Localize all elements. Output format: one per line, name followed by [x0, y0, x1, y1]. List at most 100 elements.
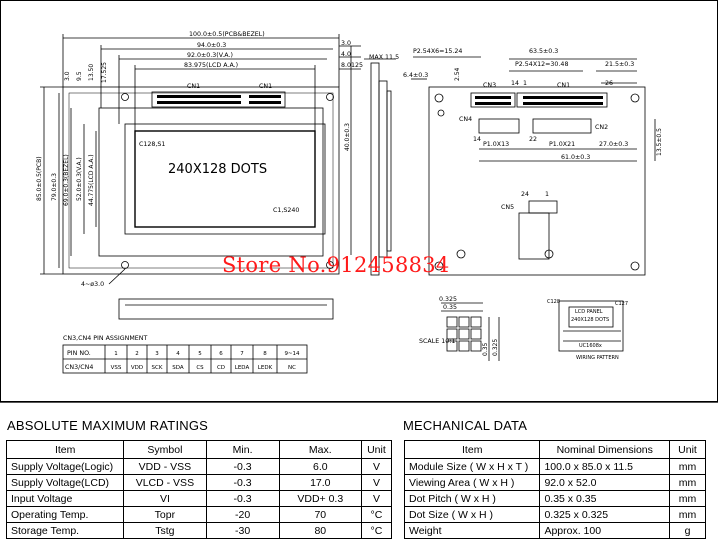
c1s240-label: C1,S240: [273, 207, 299, 214]
cn1-label: CN1: [187, 83, 200, 90]
c128-label: C128: [547, 299, 560, 305]
pin-name: NC: [288, 365, 296, 371]
mech-table: Item Nominal Dimensions Unit Module Size…: [403, 440, 706, 539]
mech-cell: 100.0 x 85.0 x 11.5: [539, 458, 671, 475]
abs-cell: V: [360, 490, 393, 507]
cn5-label: CN5: [501, 204, 514, 211]
dim-635: 63.5±0.3: [529, 48, 558, 55]
cn1-back-label: CN1: [557, 82, 570, 89]
cn1-label-2: CN1: [259, 83, 272, 90]
abs-max-table: Item Symbol Min. Max. Unit Supply Voltag…: [5, 440, 393, 539]
dim-035b: 0.35: [482, 342, 489, 356]
uc-label: UC1608x: [579, 343, 602, 349]
mech-row: Module Size ( W x H x T )100.0 x 85.0 x …: [403, 458, 706, 475]
pin24-label: 24: [521, 191, 529, 198]
pin22-label: 22: [529, 136, 537, 143]
abs-cell: -30: [205, 522, 280, 539]
abs-cell: Input Voltage: [5, 490, 125, 507]
dim-64: 6.4±0.3: [403, 72, 428, 79]
cn4-label: CN4: [459, 116, 472, 123]
dim-r8: 8.0125: [341, 62, 363, 69]
abs-head-unit: Unit: [360, 440, 393, 459]
store-watermark: Store No.912458834: [222, 253, 450, 277]
lcd-panel-label: LCD PANEL: [575, 309, 603, 315]
pin-number: 7: [240, 351, 244, 357]
mech-cell: 0.35 x 0.35: [539, 490, 671, 507]
pin-number: 8: [263, 351, 267, 357]
dim-035: 0.35: [443, 304, 457, 311]
abs-head-max: Max.: [278, 440, 362, 459]
mech-title: MECHANICAL DATA: [403, 418, 528, 433]
max-label: MAX 11.5: [369, 54, 399, 61]
abs-cell: -0.3: [205, 474, 280, 491]
mech-cell: Module Size ( W x H x T ): [403, 458, 541, 475]
pcb-outline: [62, 86, 340, 275]
cn2-label: CN2: [595, 124, 608, 131]
mech-cell: Dot Pitch ( W x H ): [403, 490, 541, 507]
abs-cell: °C: [360, 506, 393, 523]
abs-cell: VDD - VSS: [123, 458, 207, 475]
pin-name: SDA: [172, 365, 184, 371]
zif2-label: P1.0X21: [549, 141, 575, 148]
dim-69: 69.0±0.3(BEZEL): [63, 154, 70, 206]
pin-name: LEDA: [235, 365, 250, 371]
section-divider: [0, 402, 718, 403]
mech-cell: mm: [669, 474, 706, 491]
dim-r3: 3.0: [341, 40, 351, 47]
mech-cell: 92.0 x 52.0: [539, 474, 671, 491]
abs-cell: 80: [278, 522, 362, 539]
abs-cell: 70: [278, 506, 362, 523]
abs-cell: VDD+ 0.3: [278, 490, 362, 507]
c127-label: C127: [615, 301, 628, 307]
pin-number: 6: [219, 351, 223, 357]
dim-94: 94.0±0.3: [197, 42, 226, 49]
dim-85: 85.0±0.5(PCB): [36, 156, 43, 201]
zif1-label: P1.0X13: [483, 141, 509, 148]
c128s1-label: C128,S1: [139, 141, 165, 148]
abs-cell: V: [360, 458, 393, 475]
scale-label: SCALE 10:1: [419, 338, 455, 345]
mech-cell: Approx. 100: [539, 522, 671, 539]
mech-cell: mm: [669, 506, 706, 523]
abs-cell: VI: [123, 490, 207, 507]
dim-17: 17.525: [101, 62, 108, 83]
dim-135: 13.50: [88, 64, 95, 81]
dim-3: 3.0: [64, 71, 71, 81]
pin26-label: 26: [605, 80, 613, 87]
dim-92: 92.0±0.3(V.A.): [187, 52, 233, 59]
abs-head-item: Item: [5, 440, 125, 459]
pin-number: 3: [155, 351, 159, 357]
mech-cell: g: [669, 522, 706, 539]
dim-52: 52.0±0.3(V.A.): [76, 157, 83, 201]
mech-cell: Dot Size ( W x H ): [403, 506, 541, 523]
dim-40: 40.0±0.3: [344, 123, 351, 151]
mech-cell: 0.325 x 0.325: [539, 506, 671, 523]
dim-254: 2.54: [454, 67, 461, 81]
pin14-label: 14: [511, 80, 519, 87]
pin-number: 1: [114, 351, 118, 357]
abs-cell: 17.0: [278, 474, 362, 491]
dim-95: 9.5: [76, 71, 83, 81]
mech-cell: mm: [669, 490, 706, 507]
dim-27: 27.0±0.3: [599, 141, 628, 148]
abs-cell: Supply Voltage(LCD): [5, 474, 125, 491]
dim-215: 21.5±0.3: [605, 61, 634, 68]
abs-cell: 6.0: [278, 458, 362, 475]
abs-head-symbol: Symbol: [123, 440, 207, 459]
mech-head-dim: Nominal Dimensions: [539, 440, 671, 459]
pitch-2: P2.54X12=30.48: [515, 61, 568, 68]
pin-name: CD: [217, 365, 225, 371]
dots-label: 240X128 DOTS: [168, 162, 267, 177]
dim-44: 44.775(LCD A.A.): [88, 154, 95, 206]
abs-header-row: Item Symbol Min. Max. Unit: [5, 440, 393, 459]
pin-name: VDD: [131, 365, 143, 371]
mech-cell: mm: [669, 458, 706, 475]
